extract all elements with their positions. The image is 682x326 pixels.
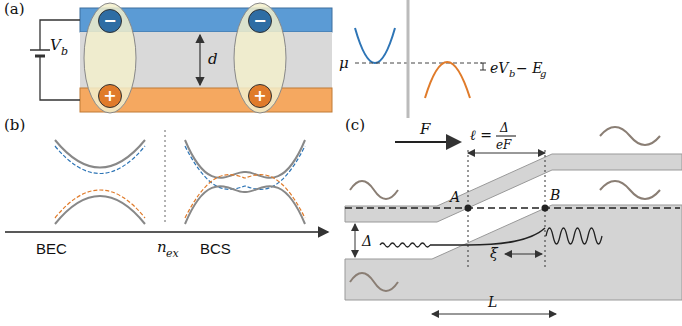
fraction-bottom: eF bbox=[496, 139, 511, 151]
charge-circle: − bbox=[98, 9, 122, 33]
charge-sign: − bbox=[253, 13, 266, 29]
length-label: ξ bbox=[490, 246, 498, 260]
panel-label: (b) bbox=[4, 118, 25, 133]
regime-label: BEC bbox=[36, 241, 67, 256]
subscript: g bbox=[540, 69, 546, 79]
voltage-label: V bbox=[50, 38, 61, 53]
charge-circle: + bbox=[248, 84, 272, 108]
charge-circle: − bbox=[248, 9, 272, 33]
gap-label: Δ bbox=[362, 234, 372, 248]
length-label: ℓ = bbox=[470, 128, 492, 142]
subscript: b bbox=[61, 46, 68, 57]
regime-label: BCS bbox=[200, 241, 231, 256]
panel-label: (a) bbox=[4, 2, 25, 17]
density-label: n bbox=[157, 240, 167, 255]
subscript: b bbox=[509, 69, 515, 79]
energy-label: eV bbox=[490, 61, 508, 75]
charge-sign: + bbox=[253, 88, 266, 104]
energy-label: − E bbox=[516, 61, 542, 75]
chemical-potential: μ bbox=[339, 56, 349, 71]
length-label: L bbox=[488, 295, 497, 309]
force-label: F bbox=[420, 122, 430, 137]
subscript: ex bbox=[166, 248, 179, 259]
point-label: B bbox=[550, 188, 560, 202]
charge-sign: + bbox=[103, 88, 116, 104]
charge-circle: + bbox=[98, 84, 122, 108]
fraction-top: Δ bbox=[500, 122, 509, 134]
panel-label: (c) bbox=[345, 118, 365, 133]
charge-sign: − bbox=[103, 13, 116, 29]
point-label: A bbox=[450, 190, 460, 204]
distance-label: d bbox=[208, 52, 218, 67]
